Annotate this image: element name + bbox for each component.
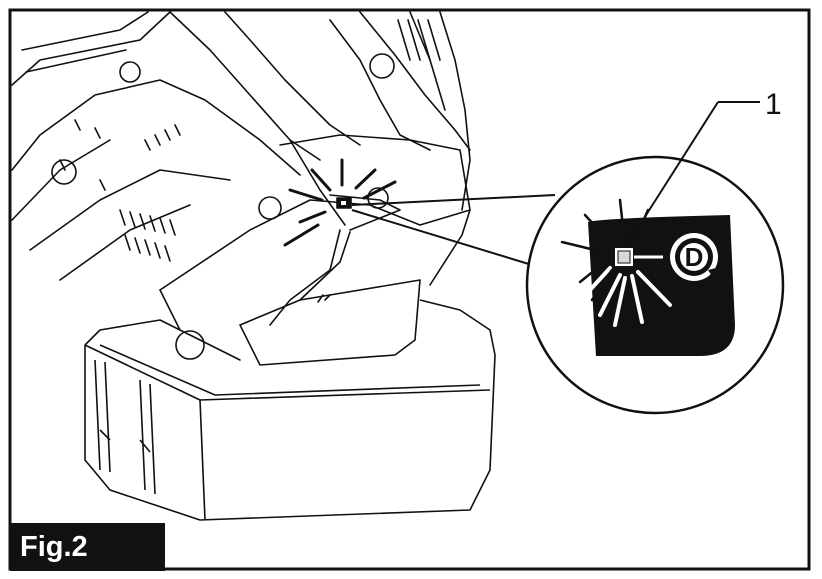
battery-pack (84, 299, 496, 521)
d-rotation-icon: D (670, 233, 718, 281)
figure-label: Fig.2 (10, 523, 165, 571)
callout-leader (626, 101, 760, 246)
tool-illustration (11, 11, 471, 366)
lamp-rays-icon (588, 266, 672, 327)
callout-lines (351, 194, 556, 266)
magnifier-circle: D (525, 155, 785, 415)
control-panel (588, 215, 735, 356)
small-lamp-rays-icon (283, 158, 397, 247)
d-letter: D (685, 242, 704, 272)
callout-number: 1 (765, 88, 782, 121)
figure-frame (8, 8, 811, 571)
